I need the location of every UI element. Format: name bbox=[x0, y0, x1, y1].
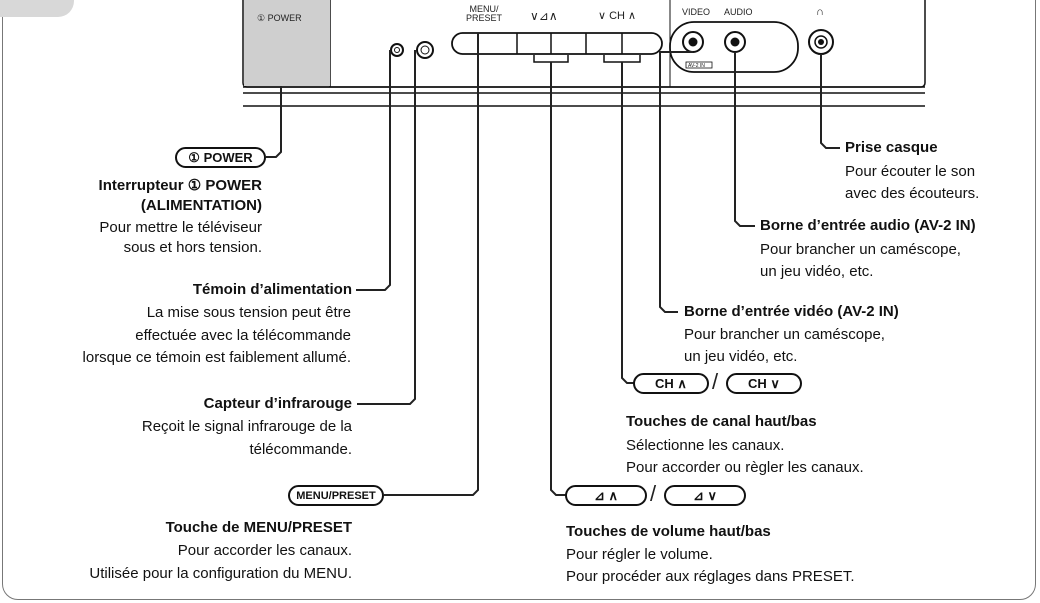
headphone-desc-2: avec des écouteurs. bbox=[845, 185, 980, 202]
volume-badge-slash: / bbox=[650, 481, 657, 506]
audio-desc-2: un jeu vidéo, etc. bbox=[760, 263, 874, 280]
menu-desc-2: Utilisée pour la configuration du MENU. bbox=[89, 565, 352, 582]
channel-desc-1: Sélectionne les canaux. bbox=[626, 437, 785, 454]
video-desc-1: Pour brancher un caméscope, bbox=[684, 326, 885, 343]
panel-channel-symbol: ∨ CH ∧ bbox=[598, 10, 637, 22]
audio-title: Borne d’entrée audio (AV-2 IN) bbox=[760, 217, 976, 234]
power-desc-2: sous et hors tension. bbox=[123, 239, 262, 256]
panel-power-label: ① POWER bbox=[257, 13, 302, 23]
indicator-desc-3: lorsque ce témoin est faiblement allumé. bbox=[82, 349, 351, 366]
volume-down-badge: ⊿ ∨ bbox=[664, 485, 746, 506]
video-desc-2: un jeu vidéo, etc. bbox=[684, 348, 798, 365]
video-title: Borne d’entrée vidéo (AV-2 IN) bbox=[684, 303, 899, 320]
channel-down-badge: CH ∨ bbox=[726, 373, 802, 394]
leader-lines bbox=[266, 33, 840, 496]
volume-desc-1: Pour régler le volume. bbox=[566, 546, 713, 563]
volume-title: Touches de volume haut/bas bbox=[566, 523, 771, 540]
menu-desc-1: Pour accorder les canaux. bbox=[177, 542, 352, 559]
headphone-desc-1: Pour écouter le son bbox=[845, 163, 976, 180]
panel-menu-label-top: MENU/ bbox=[469, 4, 499, 14]
power-badge: ① POWER bbox=[175, 147, 266, 168]
audio-desc-1: Pour brancher un caméscope, bbox=[760, 241, 961, 258]
headphone-title: Prise casque bbox=[845, 139, 938, 156]
volume-up-button[interactable] bbox=[552, 34, 585, 53]
power-title: Interrupteur ① POWER bbox=[98, 177, 262, 194]
panel-volume-symbol: ∨⊿∧ bbox=[530, 9, 558, 23]
corner-tab bbox=[0, 0, 74, 17]
panel-av2-label: AV-2 IN bbox=[688, 63, 705, 69]
channel-up-button[interactable] bbox=[623, 34, 661, 53]
channel-down-button[interactable] bbox=[587, 34, 621, 53]
ir-desc-1: Reçoit le signal infrarouge de la bbox=[141, 418, 352, 435]
panel-menu-label-bottom: PRESET bbox=[465, 13, 502, 23]
menu-preset-button[interactable] bbox=[453, 34, 516, 53]
volume-desc-2: Pour procéder aux réglages dans PRESET. bbox=[566, 568, 855, 585]
power-title-2: (ALIMENTATION) bbox=[140, 197, 262, 214]
power-switch[interactable] bbox=[244, 0, 330, 86]
volume-up-badge: ⊿ ∧ bbox=[565, 485, 647, 506]
channel-badge-slash: / bbox=[712, 369, 719, 394]
ir-desc-2: télécommande. bbox=[249, 441, 352, 458]
ir-title: Capteur d’infrarouge bbox=[203, 395, 352, 412]
panel-audio-label: AUDIO bbox=[724, 7, 753, 17]
panel-headphone-symbol: ∩ bbox=[816, 6, 824, 18]
panel-video-label: VIDEO bbox=[682, 7, 711, 17]
power-desc-1: Pour mettre le téléviseur bbox=[99, 219, 262, 236]
indicator-title: Témoin d’alimentation bbox=[192, 281, 352, 298]
menu-title: Touche de MENU/PRESET bbox=[165, 519, 352, 536]
indicator-desc-1: La mise sous tension peut être bbox=[146, 304, 351, 321]
channel-title: Touches de canal haut/bas bbox=[626, 413, 817, 430]
indicator-desc-2: effectuée avec la télécommande bbox=[135, 327, 351, 344]
volume-down-button[interactable] bbox=[518, 34, 550, 53]
channel-up-badge: CH ∧ bbox=[633, 373, 709, 394]
menu-preset-badge: MENU/PRESET bbox=[288, 485, 384, 506]
button-strip bbox=[451, 32, 663, 55]
channel-desc-2: Pour accorder ou règler les canaux. bbox=[626, 459, 864, 476]
